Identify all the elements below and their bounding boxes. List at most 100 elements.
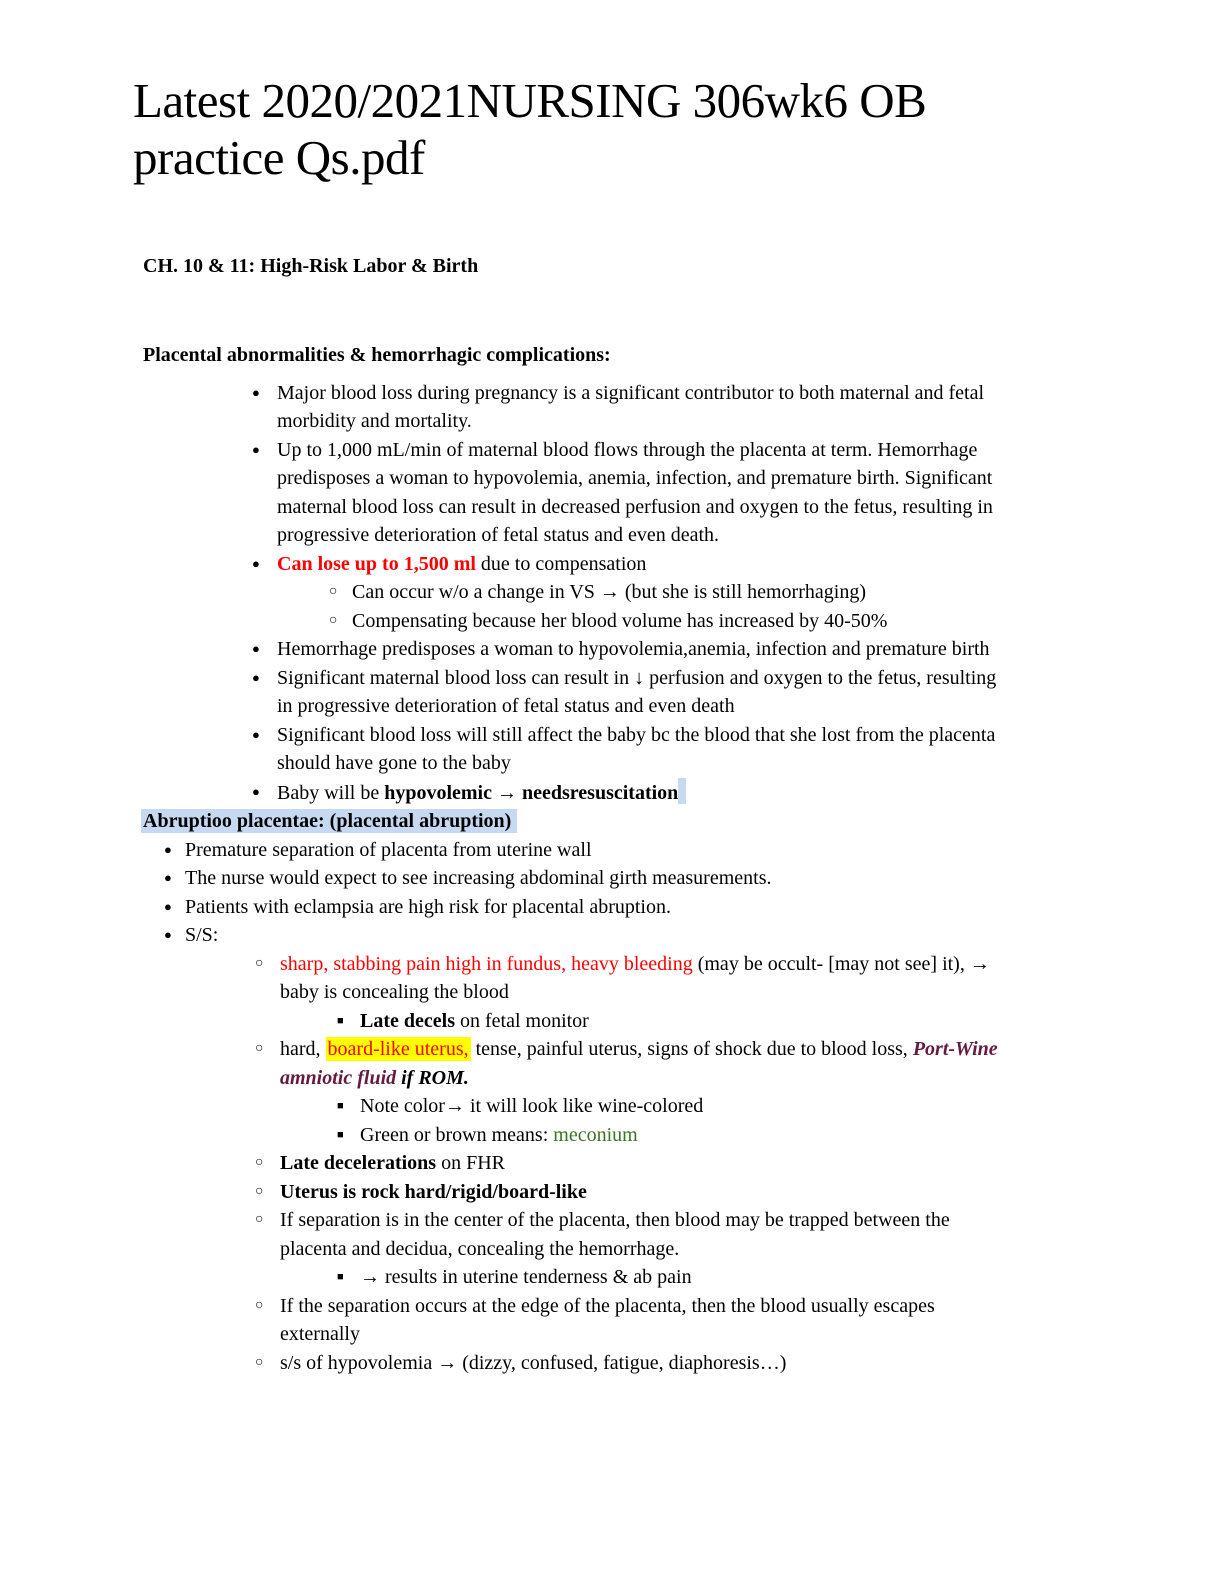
text-run: due to compensation — [475, 552, 647, 575]
section-heading: Abruptioo placentae: (placental abruptio… — [133, 807, 1153, 836]
list-item: ■ → results in uterine tenderness & ab pa… — [133, 1263, 1153, 1292]
list-item: ○ Can occur w/o a change in VS → (but she… — [133, 578, 1153, 607]
bullet-marker: ● — [164, 927, 172, 942]
bullet-marker: ■ — [337, 1271, 344, 1283]
text-run: Note color→ it will look like wine-color… — [360, 1095, 704, 1117]
bullet-marker: ■ — [337, 1100, 344, 1112]
list-item: ○Late decelerations on FHR — [133, 1149, 1153, 1178]
text-run: needsresuscitation — [522, 781, 679, 804]
text-run: If separation is in the center of the pl… — [280, 1209, 950, 1231]
chapter-heading: CH. 10 & 11: High-Risk Labor & Birth — [143, 255, 479, 277]
bullet-marker: ● — [164, 870, 172, 885]
list-item: ○ s/s of hypovolemia → (dizzy, confused, … — [133, 1349, 1153, 1378]
bullet-marker: ● — [252, 384, 260, 400]
list-item: ● Significant blood loss will still affec… — [133, 721, 1153, 778]
text-run: → — [492, 781, 522, 804]
list-item: ○ If the separation occurs at the edge of… — [133, 1292, 1153, 1349]
bullet-marker: ○ — [255, 1155, 264, 1170]
text-run: Significant maternal blood loss can resu… — [277, 666, 997, 689]
list-item: ● S/S: — [133, 921, 1153, 950]
list-item: ○hard, board-like uterus, tense, painful… — [133, 1035, 1153, 1092]
text-run: Late decels — [360, 1009, 455, 1032]
text-run: Placental abnormalities & hemorrhagic co… — [143, 344, 611, 366]
bullet-marker: ● — [252, 783, 260, 799]
text-run: baby is concealing the blood — [280, 981, 509, 1003]
list-item: ● Major blood loss during pregnancy is a … — [133, 379, 1153, 436]
text-run: should have gone to the baby — [277, 752, 511, 774]
list-item: ○ Uterus is rock hard/rigid/board-like — [133, 1178, 1153, 1207]
text-run: predisposes a woman to hypovolemia, anem… — [277, 467, 993, 489]
list-item: ○ If separation is in the center of the p… — [133, 1206, 1153, 1263]
document-title: Latest 2020/2021NURSING 306wk6 OB practi… — [133, 72, 927, 186]
list-item: ■ Late decels on fetal monitor — [133, 1007, 1153, 1036]
list-item: ● Baby will be hypovolemic → needsresusci… — [133, 777, 1153, 808]
text-run: Baby will be — [277, 781, 385, 804]
text-run: meconium — [553, 1123, 638, 1146]
text-run: (may be occult- [may not see] it), → — [692, 952, 990, 975]
text-run: placenta and decidua, concealing the hem… — [280, 1237, 680, 1260]
text-run: → results in uterine tenderness & ab pai… — [360, 1266, 692, 1288]
document-title-line1: Latest 2020/2021NURSING 306wk6 OB — [133, 73, 927, 128]
text-run: Major blood loss during pregnancy is a s… — [277, 381, 985, 404]
text-run: if ROM. — [396, 1066, 469, 1089]
document-body: Placental abnormalities & hemorrhagic co… — [133, 341, 1153, 1377]
document-title-line2: practice Qs.pdf — [133, 130, 425, 185]
list-item: ●Can lose up to 1,500 ml due to compensa… — [133, 550, 1153, 579]
text-run: The nurse would expect to see increasing… — [185, 867, 772, 889]
text-run: hypovolemic — [384, 781, 492, 804]
text-run: Green or brown means: — [360, 1123, 554, 1146]
text-run: Compensating because her blood volume ha… — [352, 609, 888, 632]
text-run: Significant blood loss will still affect… — [277, 723, 996, 746]
text-run: S/S: — [185, 924, 219, 946]
list-item: ■ Note color→ it will look like wine-colo… — [133, 1092, 1153, 1121]
text-run: Patients with eclampsia are high risk fo… — [185, 895, 671, 918]
text-run: progressive deterioration of fetal statu… — [277, 524, 720, 546]
bullet-marker: ○ — [329, 612, 338, 628]
list-item: ○ Compensating because her blood volume h… — [133, 607, 1153, 636]
bullet-marker: ○ — [255, 1183, 264, 1199]
text-run: sharp, stabbing pain high in fundus, hea… — [280, 952, 693, 975]
bullet-marker: ● — [252, 669, 260, 685]
text-run: externally — [280, 1323, 360, 1345]
list-item: ●Up to 1,000 mL/min of maternal blood fl… — [133, 436, 1153, 550]
bullet-marker: ● — [252, 441, 260, 457]
text-run: If the separation occurs at the edge of … — [280, 1294, 935, 1317]
text-run: hard, — [280, 1038, 326, 1060]
bullet-marker: ○ — [255, 1354, 264, 1370]
highlight-mark — [678, 777, 687, 804]
bullet-marker: ● — [164, 841, 172, 857]
bullet-marker: ○ — [329, 584, 338, 599]
text-run: Hemorrhage predisposes a woman to hypovo… — [277, 638, 990, 660]
text-run: s/s of hypovolemia → (dizzy, confused, f… — [280, 1351, 787, 1374]
text-run: in progressive deterioration of fetal st… — [277, 695, 735, 717]
bullet-marker: ● — [164, 898, 172, 914]
bullet-marker: ○ — [255, 955, 264, 971]
text-run: board-like uterus, — [325, 1037, 471, 1061]
text-run: Uterus is rock hard/rigid/board-like — [280, 1180, 587, 1203]
bullet-marker: ○ — [255, 1041, 264, 1056]
section-heading-text: Abruptioo placentae: (placental abruptio… — [141, 809, 518, 833]
section-heading: Placental abnormalities & hemorrhagic co… — [133, 341, 1153, 370]
text-run: Port-Wine — [912, 1038, 998, 1060]
text-run: Premature separation of placenta from ut… — [185, 838, 592, 861]
list-item: ● Patients with eclampsia are high risk f… — [133, 893, 1153, 922]
text-run: Can occur w/o a change in VS → (but she … — [352, 581, 866, 603]
text-run: Late decelerations — [280, 1152, 437, 1174]
text-run: morbidity and mortality. — [277, 410, 472, 432]
list-item: ○ sharp, stabbing pain high in fundus, he… — [133, 950, 1153, 1007]
text-run: on fetal monitor — [454, 1009, 589, 1032]
bullet-marker: ○ — [255, 1297, 264, 1313]
list-item: ● Significant maternal blood loss can res… — [133, 664, 1153, 721]
bullet-marker: ● — [252, 726, 260, 742]
section-heading-text: Placental abnormalities & hemorrhagic co… — [143, 344, 611, 366]
list-item: ● The nurse would expect to see increasin… — [133, 864, 1153, 893]
list-item: ■ Green or brown means: meconium — [133, 1121, 1153, 1150]
bullet-marker: ● — [252, 641, 260, 656]
text-run: amniotic fluid — [280, 1066, 397, 1089]
bullet-marker: ■ — [337, 1014, 344, 1027]
text-run: Abruptioo placentae: (placental abruptio… — [143, 810, 512, 832]
bullet-marker: ■ — [337, 1128, 344, 1141]
bullet-marker: ○ — [255, 1212, 264, 1227]
list-item: ● Premature separation of placenta from u… — [133, 836, 1153, 865]
